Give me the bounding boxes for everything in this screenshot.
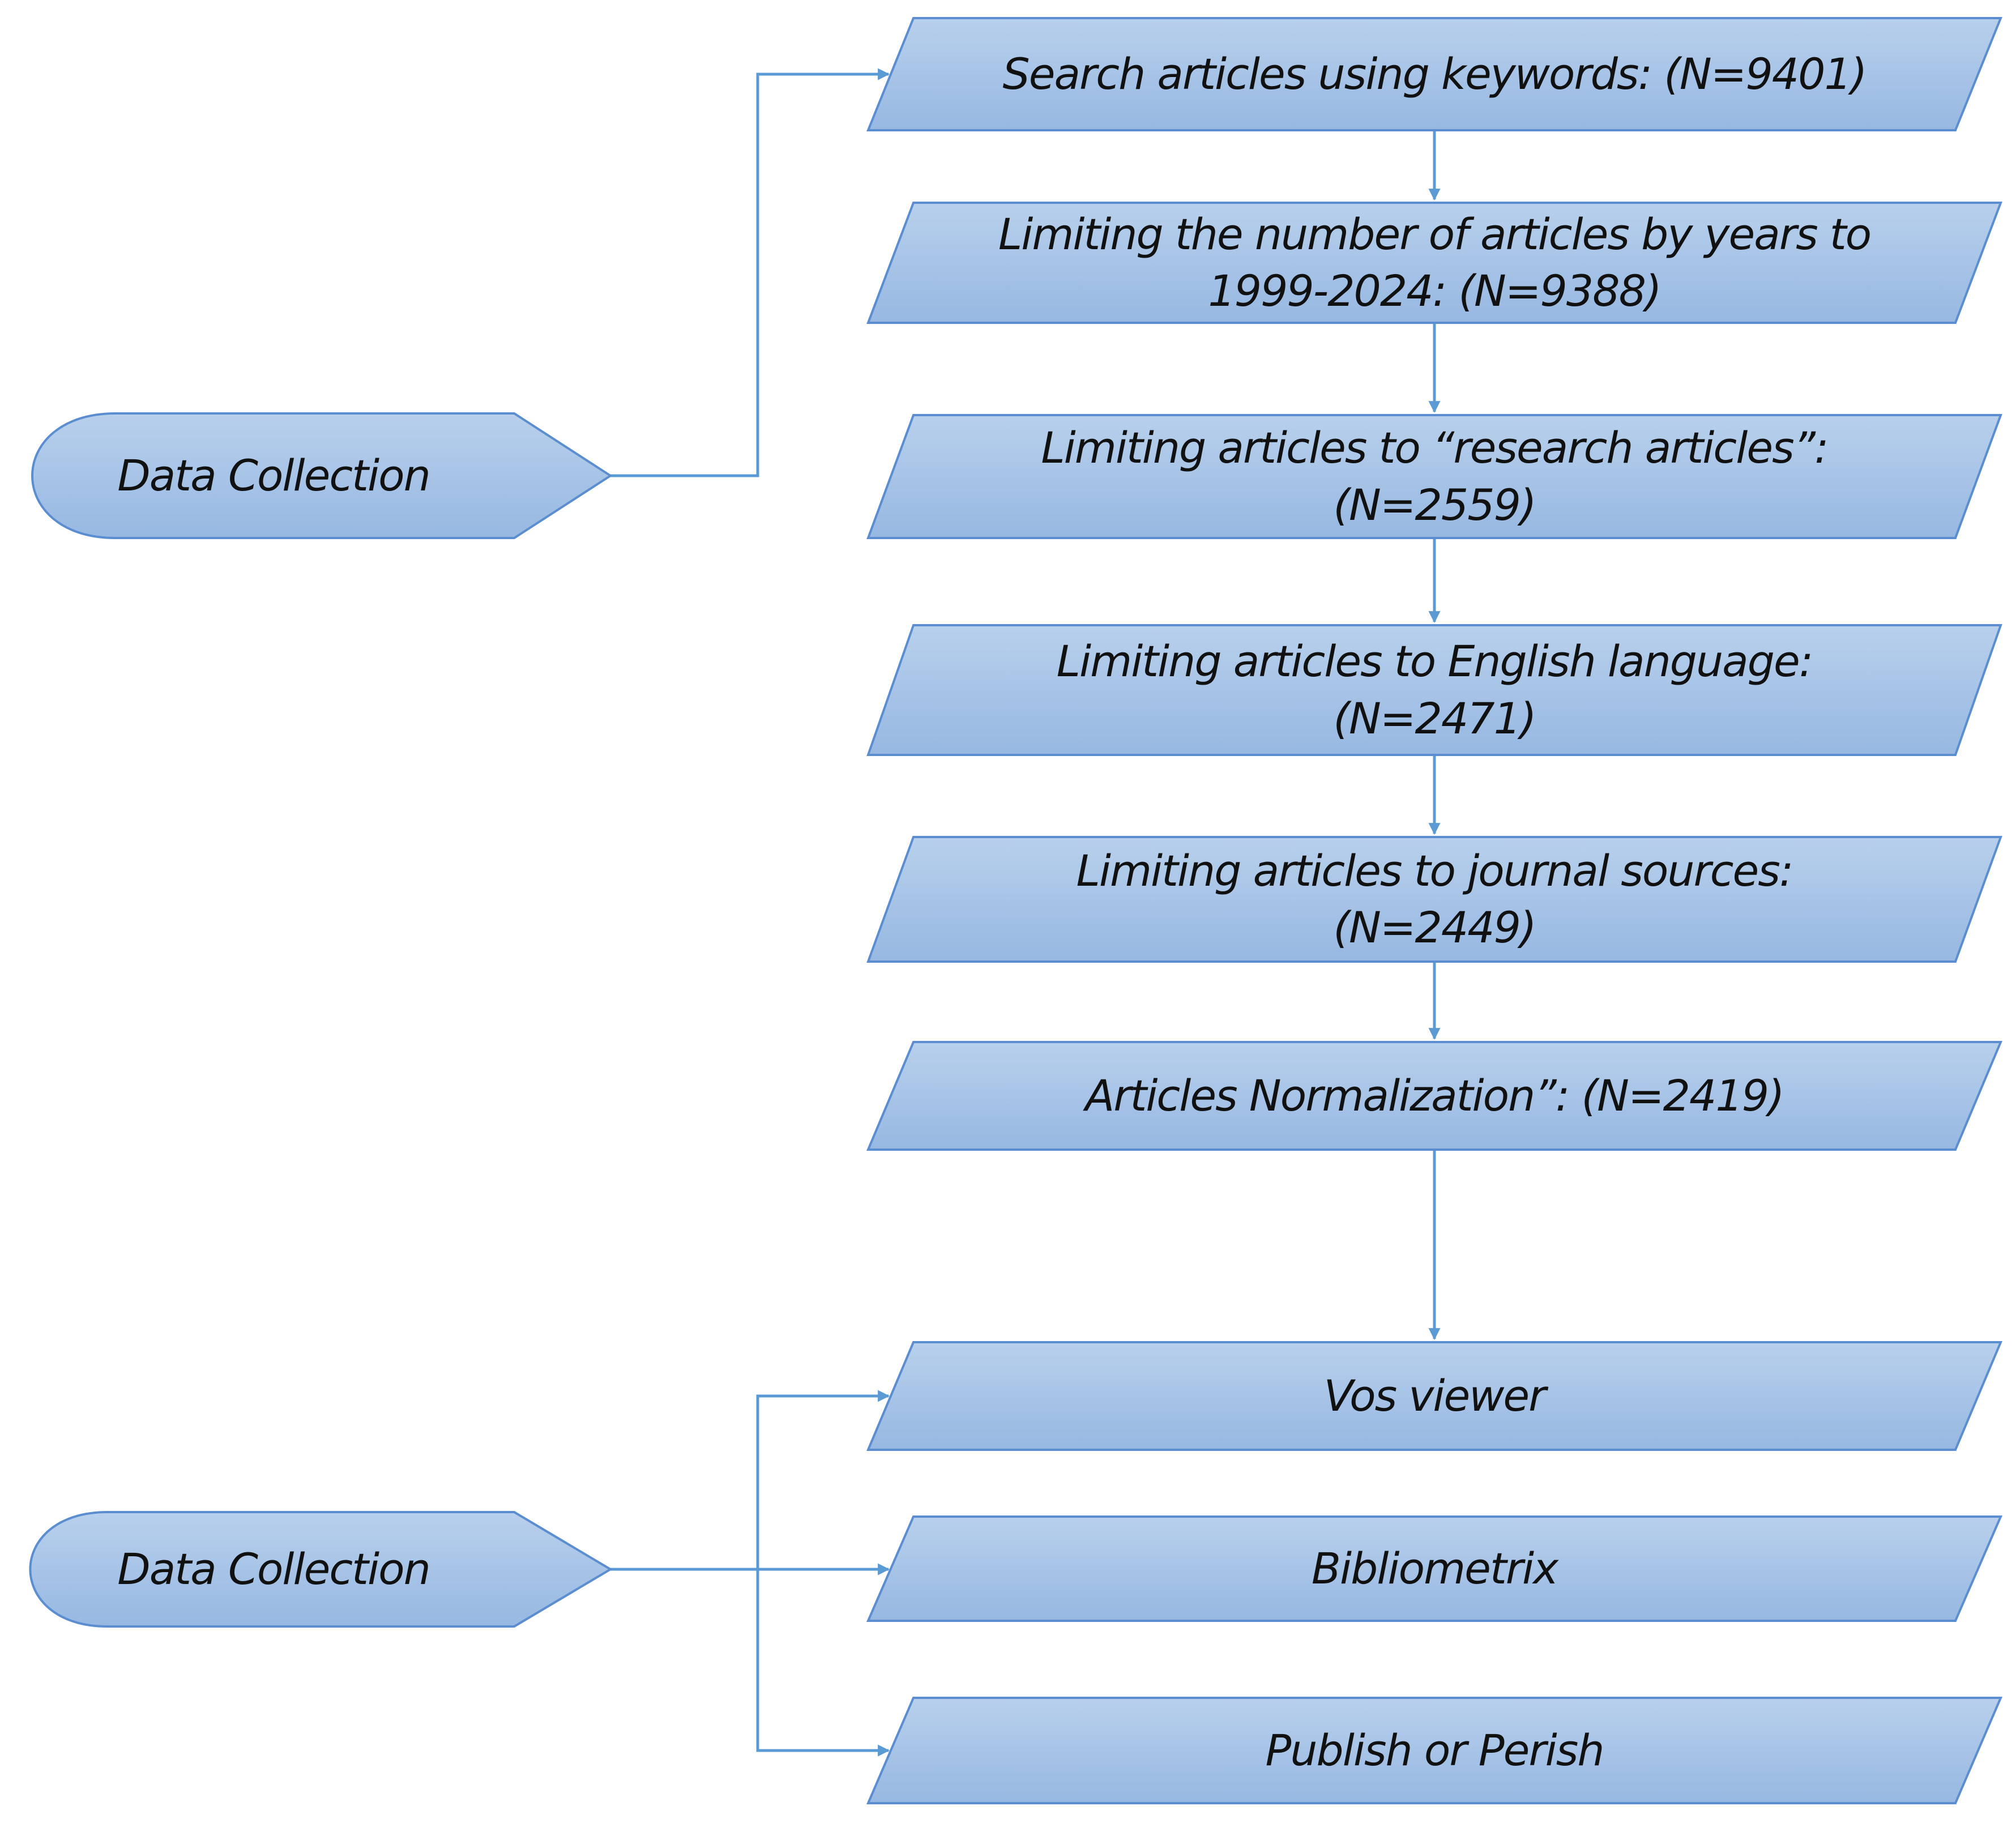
tool-3-box <box>866 1697 2003 1804</box>
step-4-box <box>866 624 2002 756</box>
step-6-box <box>866 1041 2003 1151</box>
connector-source-bottom-to-tool-1 <box>756 1390 890 1569</box>
source-top-shape <box>31 412 613 539</box>
connector-source-top-to-step-1 <box>610 68 890 477</box>
step-5-box <box>866 836 2002 963</box>
tool-2-box <box>866 1515 2003 1622</box>
step-1-box <box>866 17 2002 131</box>
step-2-box <box>866 202 2002 324</box>
connector-source-bottom-to-tool-3 <box>756 1569 890 1757</box>
step-3-box <box>866 414 2002 539</box>
tool-1-box <box>866 1341 2003 1451</box>
connectors <box>610 68 1441 1757</box>
source-bottom-shape <box>29 1511 613 1628</box>
shapes <box>29 17 2003 1804</box>
